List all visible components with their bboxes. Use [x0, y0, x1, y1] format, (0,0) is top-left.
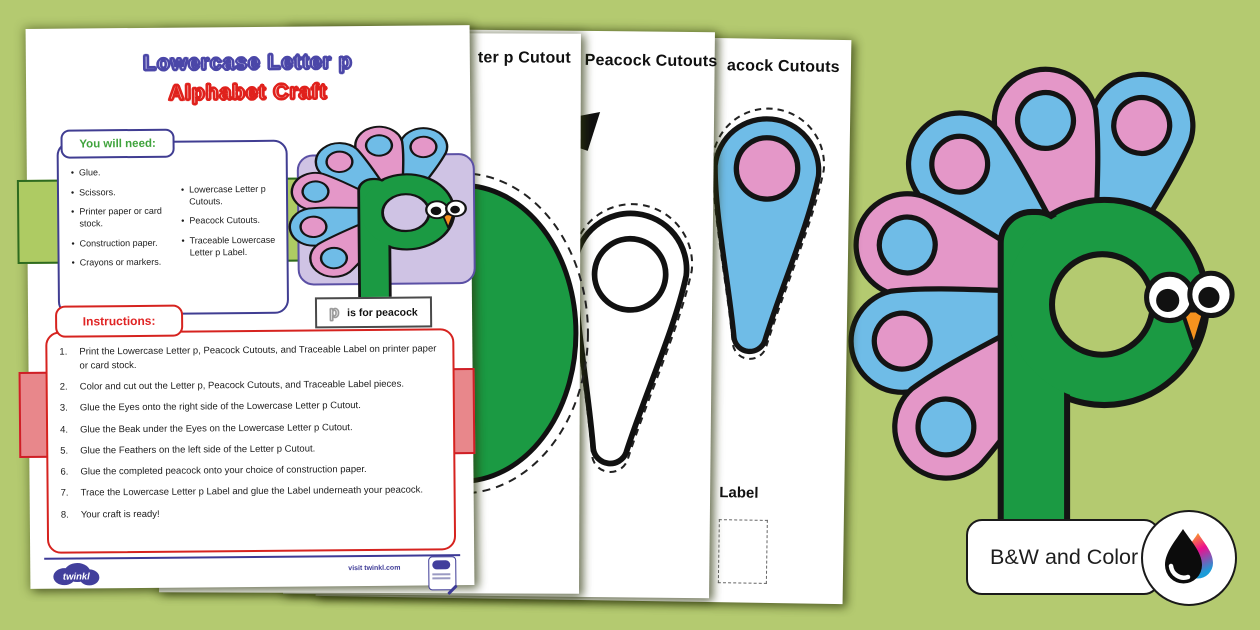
list-item: 3.Glue the Eyes onto the right side of t… [59, 400, 361, 414]
page-instruction-sheet: Lowercase Letter p Alphabet Craft •Glue.… [16, 25, 476, 596]
list-item: •Printer paper or card stock. [71, 206, 162, 229]
list-item: •Lowercase Letter p Cutouts. [180, 183, 266, 207]
list-item: •Crayons or markers. [71, 257, 162, 268]
you-will-need-box: •Glue. •Scissors. •Printer paper or card s… [56, 139, 290, 316]
list-item: 7.Trace the Lowercase Letter p Label and… [60, 484, 424, 500]
instructions-box: 1.Print the Lowercase Letter p, Peacock … [45, 328, 457, 554]
bw-and-color-badge: B&W and Color [966, 519, 1160, 595]
list-item: 2.Color and cut out the Letter p, Peacoc… [59, 378, 404, 393]
instructions-header: Instructions: [54, 304, 184, 338]
p-is-for-peacock-label: p is for peacock [314, 296, 433, 329]
twinkl-logo: twinkl [53, 563, 100, 586]
footer-divider [44, 554, 461, 560]
peacock-craft-thumbnail [294, 121, 468, 308]
svg-text:twinkl: twinkl [63, 571, 90, 582]
list-item: 8.Your craft is ready! [60, 508, 160, 521]
badge-line [432, 577, 451, 579]
title-line-1: Lowercase Letter p [142, 49, 354, 76]
list-item: •Peacock Cutouts. [181, 215, 260, 226]
instructions-steps: 1.Print the Lowercase Letter p, Peacock … [59, 342, 443, 529]
list-item: 4.Glue the Beak under the Eyes on the Lo… [60, 421, 353, 436]
list-item: •Construction paper. [71, 237, 158, 249]
badge-line [432, 573, 451, 575]
list-item: 1.Print the Lowercase Letter p, Peacock … [59, 343, 437, 372]
title-line-2: Alphabet Craft [168, 79, 329, 106]
traceable-label-title: Label [719, 484, 759, 502]
page-peacock-cutouts-color: acock Cutouts Label [315, 31, 852, 605]
traceable-label-box [717, 519, 768, 584]
need-list-right: •Lowercase Letter p Cutouts. •Peacock Cut… [181, 184, 282, 267]
label-text: is for peacock [347, 306, 418, 319]
colored-feather-cutout [691, 102, 831, 366]
list-item: 5.Glue the Feathers on the left side of … [60, 443, 316, 457]
list-item: 6.Glue the completed peacock onto your c… [60, 464, 367, 478]
list-item: •Glue. [70, 167, 101, 178]
need-list-left: •Glue. •Scissors. •Printer paper or card s… [71, 167, 176, 278]
ink-drop-icon [1165, 529, 1213, 584]
badge-label: B&W and Color [990, 544, 1139, 569]
twinkl-quality-badge [428, 556, 458, 596]
traceable-letter-p: p [329, 303, 340, 321]
visit-twinkl-link: visit twinkl.com [348, 564, 401, 573]
badge-cloud-icon [432, 560, 451, 570]
list-item: •Scissors. [70, 186, 116, 198]
ink-drop-circle [1141, 510, 1237, 606]
peacock-craft-illustration [860, 56, 1238, 564]
list-item: •Traceable Lowercase Letter p Label. [181, 234, 276, 258]
you-will-need-header: You will need: [60, 128, 175, 159]
